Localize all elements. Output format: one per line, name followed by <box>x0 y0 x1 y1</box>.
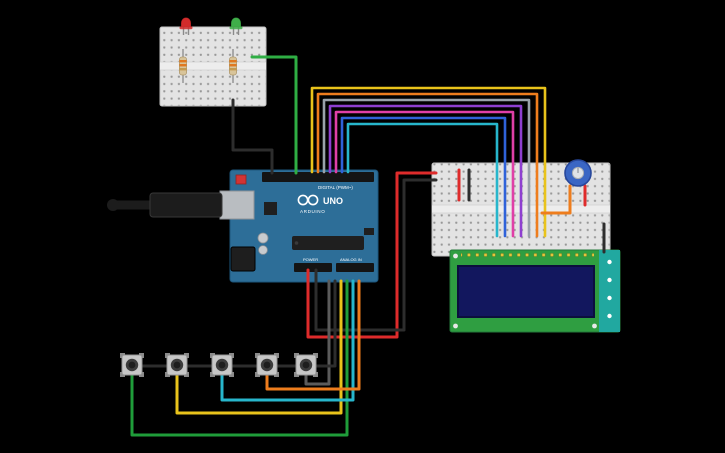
arduino-uno-label: UNO <box>323 196 343 206</box>
usb-plug <box>149 192 223 218</box>
wire-green-breadboard[interactable] <box>250 55 298 175</box>
digital-pins-label: DIGITAL (PWM~) <box>318 185 353 190</box>
pushbutton-2[interactable] <box>164 352 190 378</box>
wire-yellow-lcd[interactable] <box>310 86 547 238</box>
wire-green-button1[interactable] <box>130 279 349 437</box>
lcd-screen <box>457 265 595 318</box>
lcd-mount-hole <box>453 323 458 329</box>
wire-orange-pot[interactable] <box>540 184 572 215</box>
usb-cable[interactable] <box>107 192 223 218</box>
reset-button[interactable] <box>235 174 247 185</box>
lcd-tab-pin <box>607 313 612 319</box>
wire-black-button-bus[interactable] <box>140 279 337 368</box>
breadboard-groove <box>160 62 266 70</box>
usb-port <box>219 190 255 220</box>
lcd-tab-pin <box>607 277 612 283</box>
arduino-logo-icon <box>307 194 319 206</box>
wire-purple-lcd[interactable] <box>328 104 523 238</box>
lcd-pin-header <box>461 253 594 259</box>
wire-red-5v[interactable] <box>306 171 438 339</box>
wire-blue-lcd[interactable] <box>340 116 507 238</box>
wire-gray-lcd[interactable] <box>322 98 531 238</box>
arduino-brand-label: ARDUINO <box>300 209 325 214</box>
lcd-tab-pin <box>607 295 612 301</box>
power-pins-label: POWER <box>303 257 318 262</box>
wire-yellow-button2[interactable] <box>175 279 343 415</box>
wire-pink-lcd[interactable] <box>334 110 515 238</box>
atmega-chip <box>292 236 364 250</box>
lcd-power-tab <box>599 250 620 332</box>
usb-chip <box>264 202 277 215</box>
wire-black-breadboard[interactable] <box>231 98 274 175</box>
icsp-pins <box>364 228 374 235</box>
arduino-uno[interactable]: UNO ARDUINO DIGITAL (PWM~) POWER ANALOG … <box>219 169 379 283</box>
pushbutton-5[interactable] <box>293 352 319 378</box>
capacitor <box>257 232 269 244</box>
wire-cyan-button3[interactable] <box>220 279 355 402</box>
capacitor <box>258 245 268 255</box>
wire-black-gnd[interactable] <box>314 178 438 332</box>
lcd-tab-pin <box>607 259 612 265</box>
pushbutton-4[interactable] <box>254 352 280 378</box>
wire-gray-button5[interactable] <box>304 279 331 386</box>
analog-pins-label: ANALOG IN <box>340 257 362 262</box>
lcd-16x2[interactable] <box>449 249 621 333</box>
power-header[interactable] <box>294 263 332 272</box>
mini-breadboard[interactable] <box>159 26 267 107</box>
pushbutton-3[interactable] <box>209 352 235 378</box>
wire-cyan-lcd[interactable] <box>346 122 499 238</box>
wire-orange-lcd[interactable] <box>316 92 539 238</box>
chip-notch <box>294 241 299 245</box>
pushbutton-1[interactable] <box>119 352 145 378</box>
wire-orange-button4[interactable] <box>265 279 361 391</box>
lcd-mount-hole <box>592 323 597 329</box>
analog-header[interactable] <box>336 263 374 272</box>
digital-header[interactable] <box>262 172 374 182</box>
potentiometer[interactable] <box>564 159 592 187</box>
power-jack <box>230 246 256 272</box>
lcd-mount-hole <box>453 253 458 259</box>
